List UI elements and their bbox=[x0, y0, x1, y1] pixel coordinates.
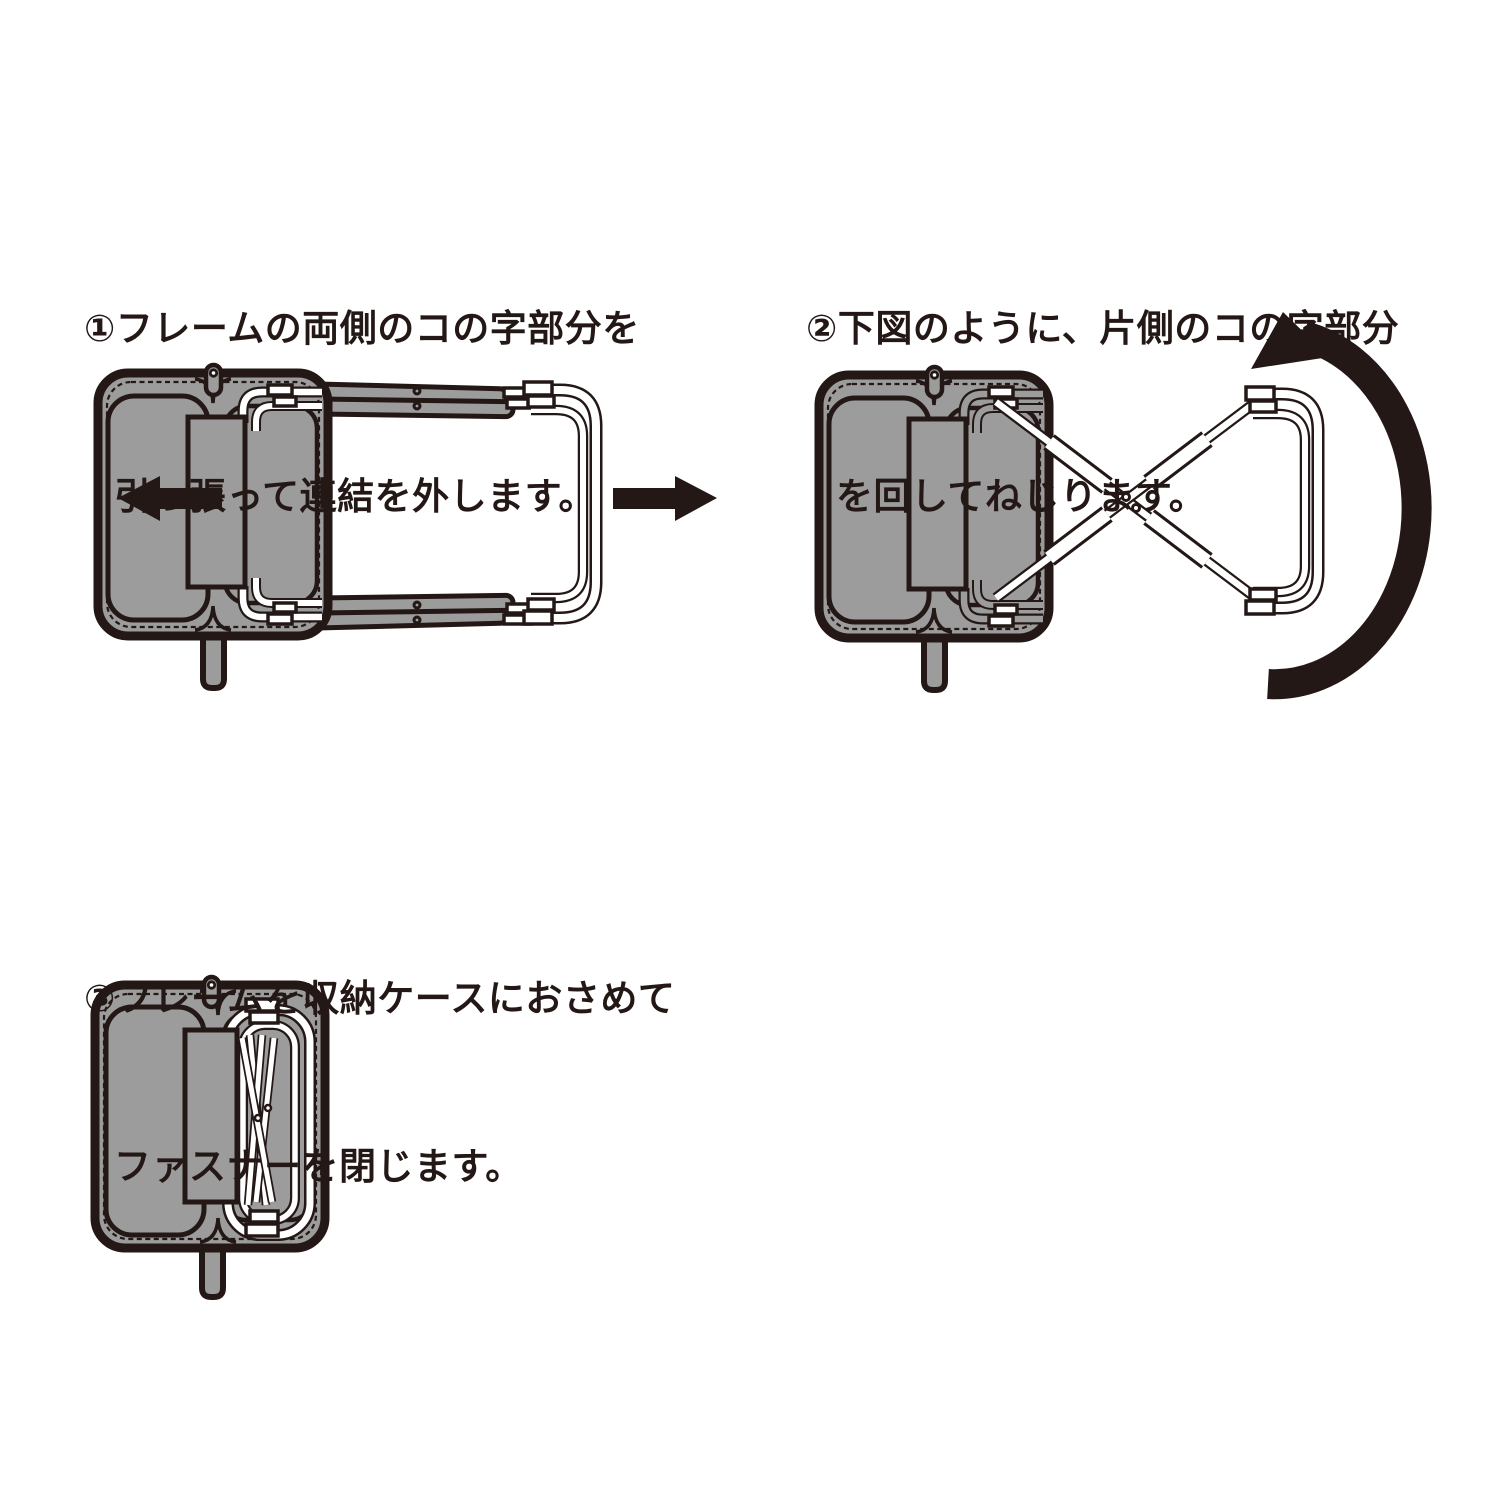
frame-u-bracket bbox=[1244, 385, 1325, 616]
step1-line2: 引っ張って連結を外します。 bbox=[114, 476, 596, 517]
case-strap bbox=[199, 1239, 226, 1300]
step3-text: ③フレームを収納ケースにおさめて ファスナーを閉じます。 bbox=[84, 859, 675, 1307]
pull-left-arrow-icon bbox=[118, 476, 222, 521]
step1-text: ①フレームの両側のコの字部分を 引っ張って連結を外します。 bbox=[84, 189, 640, 637]
rivets bbox=[412, 386, 422, 625]
step1-line1: ①フレームの両側のコの字部分を bbox=[84, 308, 640, 349]
frame-u-bracket bbox=[502, 380, 603, 626]
zipper-pull bbox=[203, 362, 224, 398]
frame-corners-in-case bbox=[958, 385, 1043, 628]
center-flap bbox=[182, 1027, 240, 1205]
zipper-pull bbox=[924, 364, 945, 400]
pull-right-arrow-icon bbox=[613, 476, 717, 521]
twisted-frame-tubes bbox=[992, 394, 1264, 606]
step1-diagram bbox=[93, 362, 717, 691]
case-strap bbox=[200, 627, 227, 691]
step2-text: ②下図のように、片側のコの字部分 を回してねじります。 bbox=[806, 189, 1399, 637]
frame-corners-in-case bbox=[237, 383, 322, 626]
step2-line2: を回してねじります。 bbox=[836, 476, 1207, 517]
step3-diagram bbox=[90, 974, 330, 1300]
zipper-pull bbox=[201, 974, 222, 1010]
step3-line1: ③フレームを収納ケースにおさめて bbox=[84, 978, 676, 1019]
center-flap bbox=[906, 416, 969, 592]
twist-rotation-arrow-icon bbox=[1251, 312, 1432, 700]
step2-diagram bbox=[814, 312, 1432, 700]
step3-line2: ファスナーを閉じます。 bbox=[114, 1146, 523, 1187]
case-strap bbox=[921, 629, 948, 693]
step2-line1: ②下図のように、片側のコの字部分 bbox=[806, 308, 1400, 349]
